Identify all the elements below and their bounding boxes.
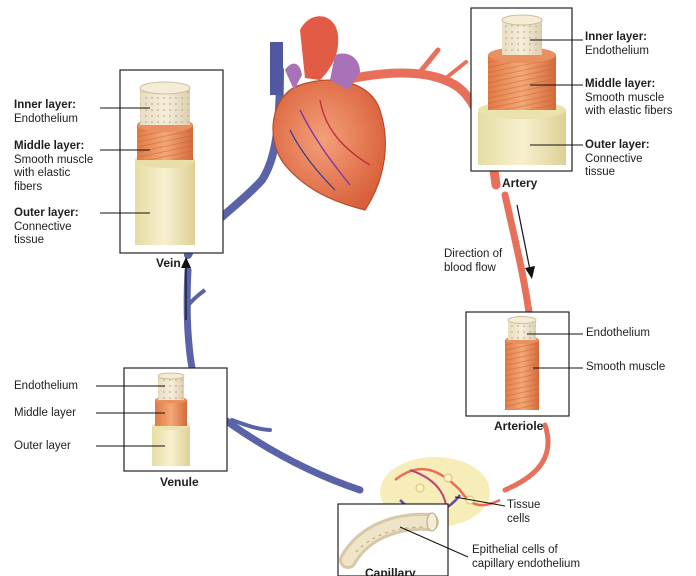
artery-outer-line: tissue (585, 166, 650, 180)
vein-middle-line: with elastic (14, 167, 93, 181)
heart-illustration (273, 16, 385, 210)
artery-outer-title: Outer layer: (585, 139, 650, 153)
venule-outer-layer-label: Outer layer (14, 440, 71, 454)
capillary-caption: Capillary (365, 566, 416, 576)
epithelial-line: capillary endothelium (472, 558, 580, 572)
artery-inner-text: Endothelium (585, 45, 649, 59)
vein-middle-title: Middle layer: (14, 140, 93, 154)
artery-outer-layer-label: Outer layer: Connective tissue (585, 139, 650, 180)
venule-middle-layer-label: Middle layer (14, 407, 76, 421)
venule-cross-section (96, 368, 227, 471)
artery-middle-title: Middle layer: (585, 78, 673, 92)
artery-middle-line: with elastic fibers (585, 105, 673, 119)
vein-outer-layer-label: Outer layer: Connective tissue (14, 207, 79, 248)
epithelial-cells-label: Epithelial cells of capillary endotheliu… (472, 544, 580, 571)
artery-middle-line: Smooth muscle (585, 92, 673, 106)
flow-line: blood flow (444, 262, 502, 276)
tissue-line: cells (507, 513, 540, 527)
arteriole-caption: Arteriole (494, 419, 543, 433)
artery-inner-layer-label: Inner layer: Endothelium (585, 31, 649, 58)
vein-caption: Vein (156, 256, 181, 270)
arteriole-smooth-muscle-label: Smooth muscle (586, 361, 665, 375)
vein-middle-layer-label: Middle layer: Smooth muscle with elastic… (14, 140, 93, 194)
tissue-line: Tissue (507, 499, 540, 513)
epithelial-line: Epithelial cells of (472, 544, 580, 558)
vein-inner-title: Inner layer: (14, 99, 78, 113)
vein-outer-title: Outer layer: (14, 207, 79, 221)
vein-outer-line: tissue (14, 234, 79, 248)
arteriole-cross-section (466, 312, 583, 416)
flow-direction-label: Direction of blood flow (444, 248, 502, 275)
vein-inner-text: Endothelium (14, 113, 78, 127)
artery-cross-section (471, 8, 583, 171)
venule-endothelium-label: Endothelium (14, 380, 78, 394)
arteriole-endothelium-label: Endothelium (586, 327, 650, 341)
artery-caption: Artery (502, 176, 537, 190)
vein-middle-line: fibers (14, 181, 93, 195)
flow-line: Direction of (444, 248, 502, 262)
tissue-cells-label: Tissue cells (507, 499, 540, 526)
vein-outer-line: Connective (14, 221, 79, 235)
artery-inner-title: Inner layer: (585, 31, 649, 45)
artery-middle-layer-label: Middle layer: Smooth muscle with elastic… (585, 78, 673, 119)
artery-outer-line: Connective (585, 153, 650, 167)
venule-caption: Venule (160, 475, 199, 489)
vein-inner-layer-label: Inner layer: Endothelium (14, 99, 78, 126)
vein-cross-section (100, 70, 223, 253)
vein-middle-line: Smooth muscle (14, 154, 93, 168)
